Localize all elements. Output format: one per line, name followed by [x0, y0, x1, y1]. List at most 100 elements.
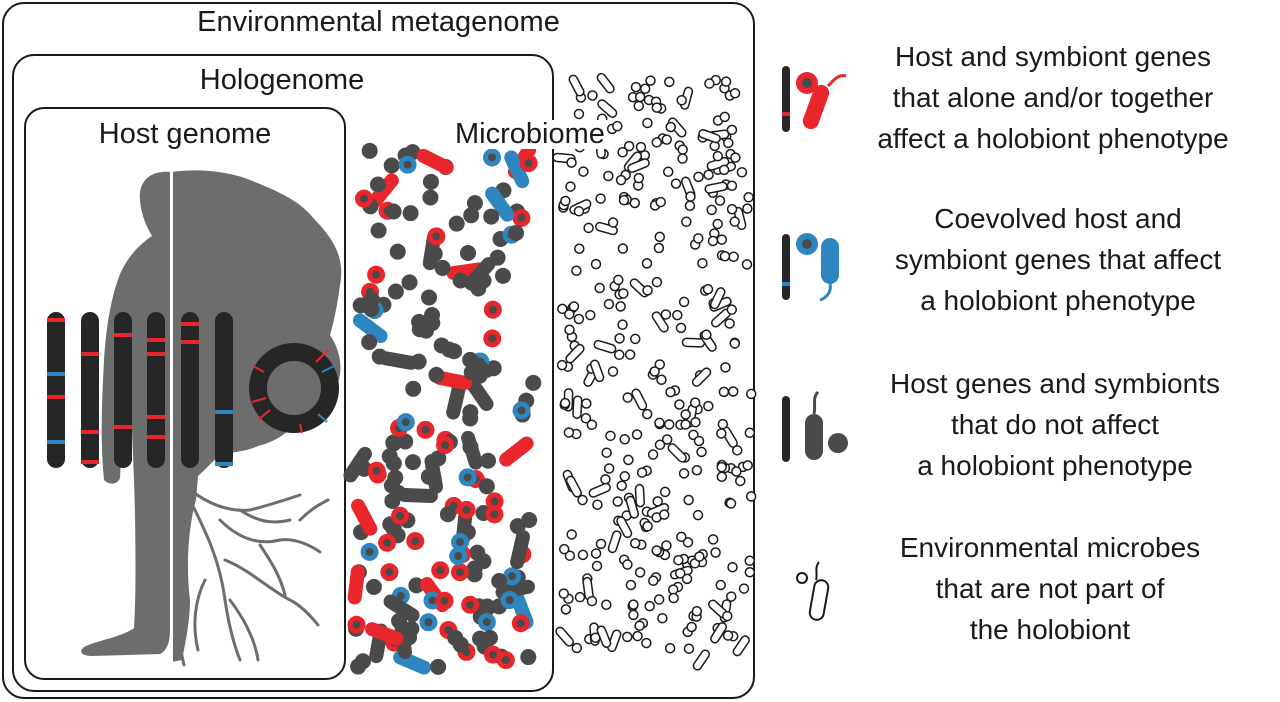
- env-coccus: [716, 471, 728, 483]
- env-coccus: [557, 303, 568, 315]
- neutral-coccus: [462, 404, 479, 421]
- neutral-coccus: [462, 438, 479, 455]
- env-coccus: [601, 447, 612, 458]
- coccus-core: [517, 213, 526, 222]
- env-coccus: [674, 399, 685, 410]
- chromosome: [81, 312, 99, 468]
- env-coccus: [685, 191, 696, 202]
- env-coccus: [586, 419, 598, 431]
- env-coccus: [665, 386, 676, 398]
- env-rod: [704, 181, 728, 194]
- env-rod: [667, 443, 687, 463]
- env-coccus: [661, 434, 673, 445]
- coccus-core: [436, 566, 445, 575]
- rod-microbe: [378, 351, 419, 370]
- legend-line: Host and symbiont genes: [895, 41, 1211, 72]
- env-coccus: [636, 467, 648, 478]
- env-coccus: [710, 547, 721, 558]
- env-rod: [565, 475, 582, 498]
- env-coccus: [578, 166, 589, 177]
- neutral-coccus: [439, 506, 456, 523]
- coccus-core: [396, 511, 405, 520]
- env-coccus: [694, 551, 705, 562]
- env-coccus: [689, 397, 701, 408]
- env-coccus: [628, 599, 639, 610]
- neutral-coccus: [387, 283, 404, 300]
- env-coccus: [614, 349, 625, 361]
- chromosome-band: [215, 410, 233, 414]
- neutral-coccus: [389, 243, 406, 260]
- env-coccus: [745, 388, 757, 400]
- env-coccus: [660, 309, 672, 320]
- coccus-core: [463, 473, 472, 482]
- env-coccus: [676, 95, 687, 106]
- env-coccus: [728, 251, 739, 263]
- coccus-core: [490, 510, 499, 519]
- env-coccus: [735, 475, 746, 487]
- legend-icon-phenotype: [782, 66, 847, 132]
- env-coccus: [616, 480, 627, 492]
- env-coccus: [655, 196, 666, 208]
- env-coccus: [629, 538, 641, 549]
- coccus-core: [383, 538, 392, 547]
- coccus-core: [454, 552, 463, 561]
- env-coccus: [619, 471, 631, 482]
- env-coccus: [681, 573, 693, 585]
- env-coccus: [712, 218, 723, 230]
- coccus-core: [365, 547, 374, 556]
- env-coccus: [693, 171, 704, 183]
- neutral-coccus: [525, 374, 542, 391]
- rod-microbe: [352, 313, 388, 344]
- neutral-coccus: [387, 469, 404, 486]
- env-rod: [631, 388, 648, 411]
- env-coccus: [622, 631, 633, 643]
- env-rod: [691, 367, 712, 387]
- env-coccus: [624, 349, 636, 360]
- rod-microbe: [351, 498, 378, 536]
- env-coccus: [691, 464, 703, 476]
- env-coccus: [653, 242, 665, 254]
- env-coccus: [625, 579, 637, 591]
- neutral-coccus: [410, 353, 427, 370]
- env-coccus: [651, 545, 662, 556]
- chromosome-band: [81, 352, 99, 356]
- neutral-coccus: [428, 366, 445, 383]
- neutral-coccus: [466, 195, 483, 212]
- neutral-coccus: [480, 452, 497, 469]
- env-coccus: [641, 408, 653, 420]
- env-coccus: [564, 309, 575, 320]
- env-coccus: [577, 494, 588, 506]
- env-coccus: [744, 555, 755, 567]
- coccus-core: [488, 334, 497, 343]
- env-rod: [593, 339, 617, 354]
- env-coccus: [674, 568, 686, 579]
- neutral-coccus: [426, 245, 443, 262]
- host-genome-title: Host genome: [98, 118, 272, 150]
- rod-microbe: [446, 380, 467, 420]
- env-coccus: [668, 592, 679, 604]
- env-coccus: [727, 386, 739, 397]
- env-coccus: [693, 233, 704, 244]
- rod-microbe: [464, 257, 496, 291]
- env-rod: [607, 629, 622, 653]
- neutral-coccus: [363, 291, 380, 308]
- chromosome-band: [215, 462, 233, 466]
- rod-microbe: [499, 436, 534, 467]
- env-coccus: [558, 588, 570, 599]
- env-coccus: [741, 259, 753, 270]
- env-coccus: [559, 397, 571, 409]
- env-coccus: [641, 258, 653, 269]
- env-coccus: [629, 333, 641, 345]
- env-coccus: [663, 419, 675, 430]
- env-rod: [732, 635, 750, 657]
- neutral-coccus: [381, 448, 398, 465]
- env-coccus: [691, 606, 703, 617]
- env-coccus: [714, 195, 726, 206]
- legend-line: symbiont genes that affect: [894, 244, 1222, 275]
- coccus-core: [455, 568, 464, 577]
- coccus-core: [462, 505, 471, 514]
- env-rod: [692, 649, 711, 671]
- microbiome-cells: [343, 142, 542, 675]
- env-coccus: [718, 386, 730, 398]
- env-coccus: [654, 417, 665, 429]
